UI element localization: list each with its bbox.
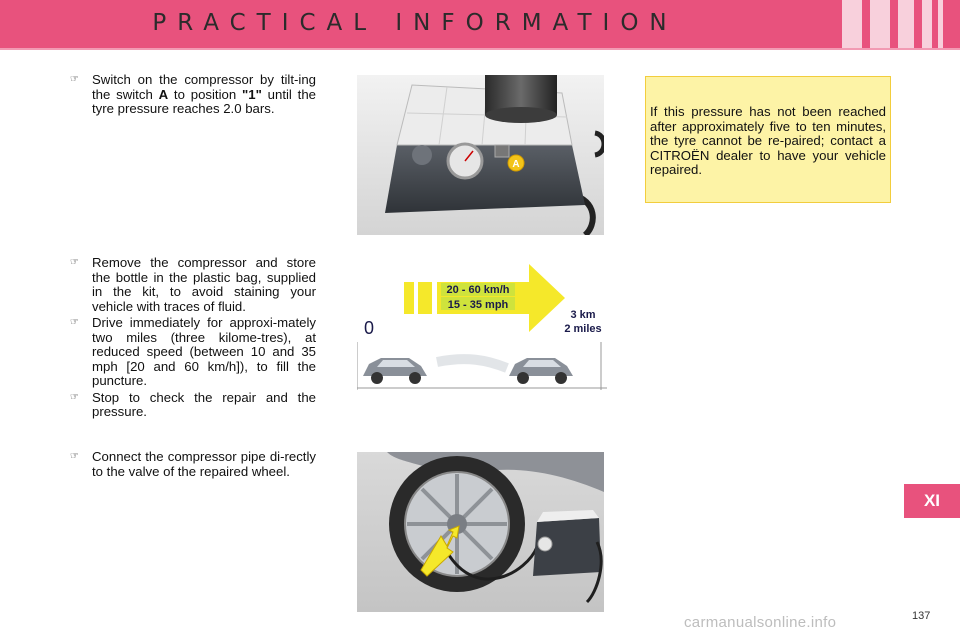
bullet-item: ☞ Remove the compressor and store the bo… (70, 255, 316, 314)
header-stripes (836, 0, 946, 48)
instruction-block-2: ☞ Remove the compressor and store the bo… (70, 255, 316, 422)
distance-km-label: 3 km (570, 309, 595, 321)
driving-illustration: 20 - 60 km/h 15 - 35 mph 0 3 km 2 miles (357, 256, 607, 392)
car-icon (509, 358, 573, 384)
bullet-item: ☞ Drive immediately for approxi-mately t… (70, 315, 316, 389)
bullet-text-part: until the tyre pressure reaches 2.0 bars… (92, 86, 316, 116)
bullet-text: Connect the compressor pipe di-rectly to… (92, 449, 316, 479)
wheel-connection-illustration (357, 452, 604, 612)
bullet-item: ☞ Stop to check the repair and the press… (70, 389, 316, 420)
instruction-block-1: ☞ Switch on the compressor by tilt-ing t… (70, 72, 316, 119)
instruction-block-3: ☞ Connect the compressor pipe di-rectly … (70, 449, 316, 481)
pointing-hand-icon: ☞ (70, 317, 79, 328)
info-note-box: If this pressure has not been reached af… (645, 76, 891, 203)
car-icon (363, 358, 427, 384)
start-distance-label: 0 (364, 318, 374, 338)
bullet-item: ☞ Switch on the compressor by tilt-ing t… (70, 72, 316, 117)
compressor-illustration: A (357, 75, 604, 235)
distance-miles-label: 2 miles (564, 323, 601, 335)
section-tab: XI (904, 484, 960, 518)
watermark: carmanualsonline.info (684, 614, 837, 631)
bullet-text-part: Switch on the compressor by tilt-ing the… (92, 72, 316, 102)
page-number: 137 (912, 610, 931, 622)
bullet-text: Stop to check the repair and the pressur… (92, 389, 316, 419)
page-header: PRACTICAL INFORMATION (0, 0, 960, 48)
pointing-hand-icon: ☞ (70, 74, 79, 85)
header-divider (0, 48, 960, 50)
bullet-text-bold: A (158, 86, 169, 102)
bullet-text-part: to position (168, 86, 242, 102)
speed-kmh-label: 20 - 60 km/h (447, 284, 510, 296)
bullet-item: ☞ Connect the compressor pipe di-rectly … (70, 449, 316, 479)
info-note-text: If this pressure has not been reached af… (650, 104, 886, 177)
switch-a-label: A (512, 159, 519, 170)
pointing-hand-icon: ☞ (70, 257, 79, 268)
pointing-hand-icon: ☞ (70, 391, 79, 403)
pointing-hand-icon: ☞ (70, 451, 79, 462)
page-title: PRACTICAL INFORMATION (152, 10, 678, 36)
bullet-text: Remove the compressor and store the bott… (92, 255, 316, 314)
bullet-text-bold: "1" (242, 86, 262, 102)
bullet-text: Drive immediately for approxi-mately two… (92, 315, 316, 388)
speed-mph-label: 15 - 35 mph (448, 299, 509, 311)
